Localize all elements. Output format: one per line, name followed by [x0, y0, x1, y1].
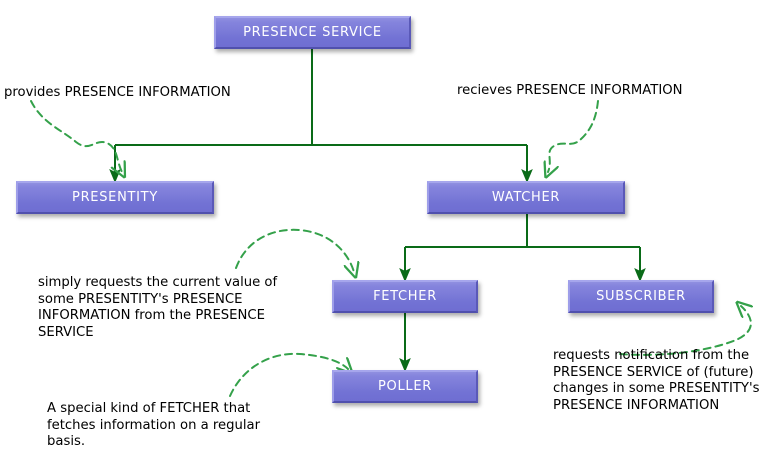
node-presentity[interactable]: PRESENTITY	[16, 181, 214, 214]
node-subscriber-label: SUBSCRIBER	[596, 288, 686, 304]
note-recieves-presence-information: recieves PRESENCE INFORMATION	[457, 83, 683, 98]
node-watcher[interactable]: WATCHER	[427, 181, 625, 214]
edge-fetcher-note-fetcher	[235, 228, 354, 272]
node-watcher-label: WATCHER	[491, 189, 561, 205]
edge-poller-note-poller	[229, 352, 348, 397]
edge-subscriber-note-subscriber	[619, 306, 751, 356]
note-provides-presence-information: provides PRESENCE INFORMATION	[4, 85, 231, 100]
node-fetcher-label: FETCHER	[373, 288, 437, 304]
edge-presence-service-split	[109, 49, 533, 183]
node-presentity-label: PRESENTITY	[72, 189, 158, 205]
node-fetcher[interactable]: FETCHER	[332, 280, 478, 313]
edge-recieves-note-watcher	[548, 100, 599, 172]
node-poller[interactable]: POLLER	[332, 370, 478, 403]
note-subscriber-description: requests notification from the PRESENCE …	[553, 348, 760, 413]
node-presence-service[interactable]: PRESENCE SERVICE	[214, 16, 411, 49]
note-fetcher-description: simply requests the current value of som…	[38, 275, 278, 340]
node-presence-service-label: PRESENCE SERVICE	[243, 24, 382, 40]
node-subscriber[interactable]: SUBSCRIBER	[568, 280, 714, 313]
note-poller-description: A special kind of FETCHER that fetches i…	[47, 401, 261, 449]
node-poller-label: POLLER	[377, 378, 432, 394]
edge-provides-note-presentity	[30, 100, 122, 172]
edge-watcher-split	[399, 214, 646, 282]
